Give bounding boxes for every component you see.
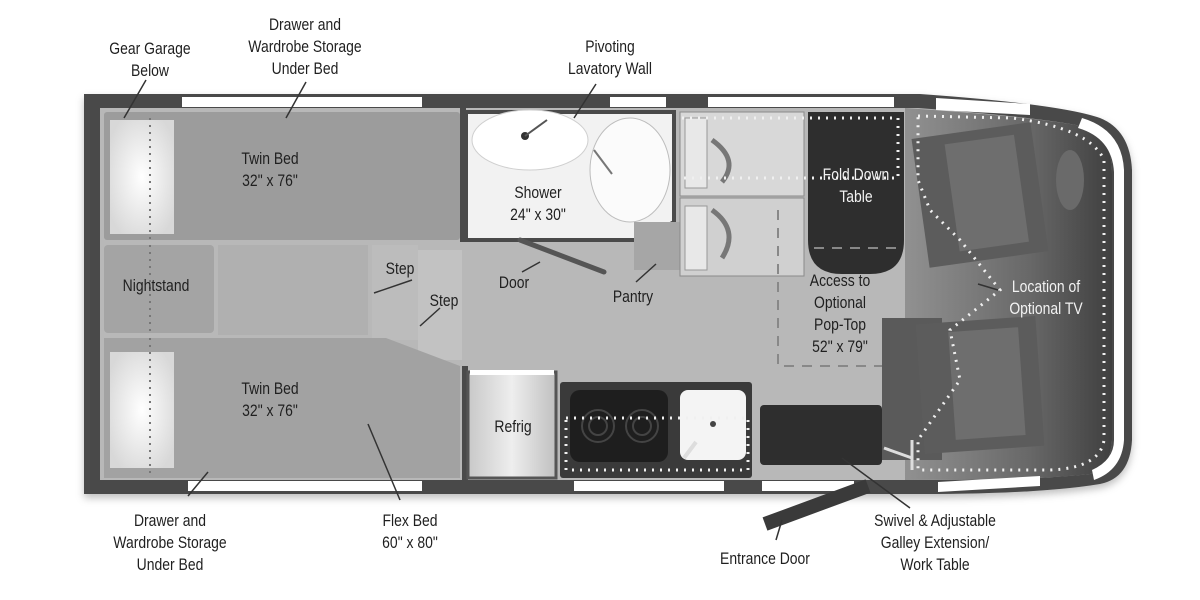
- pillow-top: [110, 120, 174, 234]
- galley-extension-table: [760, 405, 882, 465]
- fold-down-table: [808, 112, 904, 274]
- toilet: [589, 117, 671, 223]
- pillow-bottom: [110, 352, 174, 468]
- label-shower: Shower 24" x 30": [510, 183, 566, 224]
- window: [188, 481, 422, 491]
- twin-bed-bottom: [104, 338, 460, 478]
- label-refrig: Refrig: [494, 417, 532, 436]
- label-access-pop-top: Access to Optional Pop-Top 52" x 79": [809, 271, 871, 356]
- window: [182, 97, 422, 107]
- label-galley-extension: Swivel & Adjustable Galley Extension/ Wo…: [874, 511, 996, 574]
- window: [574, 481, 724, 491]
- label-storage-bottom: Drawer and Wardrobe Storage Under Bed: [113, 511, 227, 574]
- label-gear-garage: Gear Garage Below: [109, 39, 191, 80]
- label-twin-bed-top: Twin Bed 32" x 76": [241, 149, 299, 190]
- cab-dotted-outline: [916, 114, 1106, 472]
- entrance-door: [762, 479, 871, 531]
- label-nightstand: Nightstand: [122, 276, 190, 295]
- sink: [471, 109, 589, 171]
- label-pantry: Pantry: [612, 287, 654, 306]
- cab-seat-bottom: [882, 315, 1045, 460]
- cooktop: [570, 390, 668, 462]
- label-entrance-door: Entrance Door: [720, 549, 810, 568]
- window: [938, 476, 1040, 492]
- window: [610, 97, 666, 107]
- window: [1078, 118, 1124, 480]
- bathroom-door: [517, 237, 607, 275]
- label-storage-top: Drawer and Wardrobe Storage Under Bed: [248, 15, 362, 78]
- label-step-1: Step: [385, 259, 415, 278]
- label-optional-tv: Location of Optional TV: [1009, 277, 1083, 318]
- label-door: Door: [498, 273, 530, 292]
- label-fold-down-table: Fold Down Table: [822, 165, 890, 206]
- step: [418, 250, 462, 360]
- window: [762, 481, 854, 491]
- cab-seat-top: [911, 122, 1084, 268]
- twin-bed-top: [104, 112, 460, 240]
- label-twin-bed-bottom: Twin Bed 32" x 76": [241, 379, 299, 420]
- label-pivoting-wall: Pivoting Lavatory Wall: [568, 37, 652, 78]
- window: [936, 98, 1030, 115]
- label-flex-bed: Flex Bed 60" x 80": [382, 511, 438, 552]
- label-step-2: Step: [429, 291, 459, 310]
- nightstand: [104, 245, 214, 333]
- window: [708, 97, 894, 107]
- refrigerator: [466, 370, 558, 480]
- pantry: [634, 222, 680, 270]
- leader-lines: [123, 79, 999, 541]
- step: [372, 245, 418, 340]
